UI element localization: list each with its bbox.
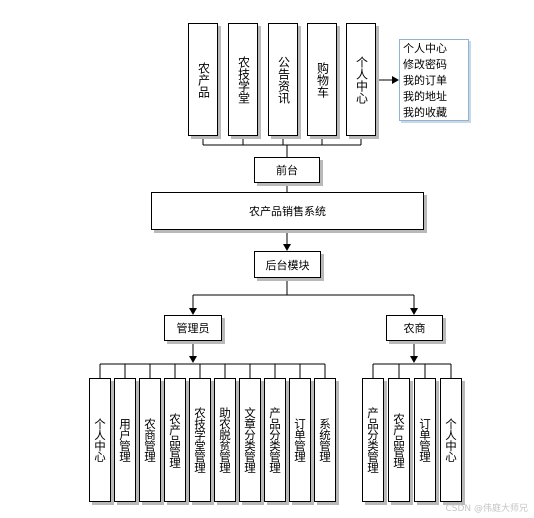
to-farmer-arrow	[410, 308, 418, 315]
admin-trunk-arrow	[189, 356, 197, 363]
admin-module-system: 系统管理	[314, 378, 336, 502]
user-center-item: 我的收藏	[403, 106, 447, 119]
admin-module-poverty: 助农脱贫管理	[214, 378, 236, 502]
user-center-item: 个人中心	[403, 42, 447, 55]
admin-module-article-categories: 文章分类管理	[239, 378, 261, 502]
farmer-module-personal: 个人中心	[440, 378, 462, 502]
front-module-agri-academy: 农技学堂	[228, 23, 258, 136]
role-admin-node: 管理员	[164, 315, 222, 341]
farmer-trunk-arrow	[410, 356, 418, 363]
user-center-item: 我的地址	[403, 90, 447, 103]
admin-module-orders: 订单管理	[289, 378, 311, 502]
farmer-module-orders: 订单管理	[414, 378, 436, 502]
farmer-module-product-categories: 产品分类管理	[362, 378, 384, 502]
admin-module-personal: 个人中心	[89, 378, 111, 502]
role-farmer-node: 农商	[386, 315, 443, 341]
watermark: CSDN @伟庭大师兄	[445, 504, 528, 514]
system-to-backend-arrow	[283, 244, 291, 251]
system-root-node: 农产品销售系统	[151, 192, 424, 230]
admin-module-products: 农产品管理	[164, 378, 186, 502]
to-admin-arrow	[189, 308, 197, 315]
user-center-arrow-head	[392, 76, 399, 84]
user-center-functions-list: 个人中心 修改密码 我的订单 我的地址 我的收藏	[399, 39, 469, 121]
frontend-node: 前台	[254, 157, 320, 183]
user-center-item: 修改密码	[403, 58, 447, 71]
front-module-agri-products: 农产品	[188, 23, 218, 136]
front-module-cart: 购物车	[307, 23, 337, 136]
farmer-module-products: 农产品管理	[388, 378, 410, 502]
front-module-news: 公告资讯	[268, 23, 298, 136]
admin-module-users: 用户管理	[114, 378, 136, 502]
front-module-user-center: 个人中心	[346, 23, 376, 136]
admin-module-merchants: 农商管理	[139, 378, 161, 502]
user-center-item: 我的订单	[403, 74, 447, 87]
backend-node: 后台模块	[254, 251, 321, 278]
admin-module-academy: 农技学堂管理	[189, 378, 211, 502]
admin-module-product-categories: 产品分类管理	[264, 378, 286, 502]
